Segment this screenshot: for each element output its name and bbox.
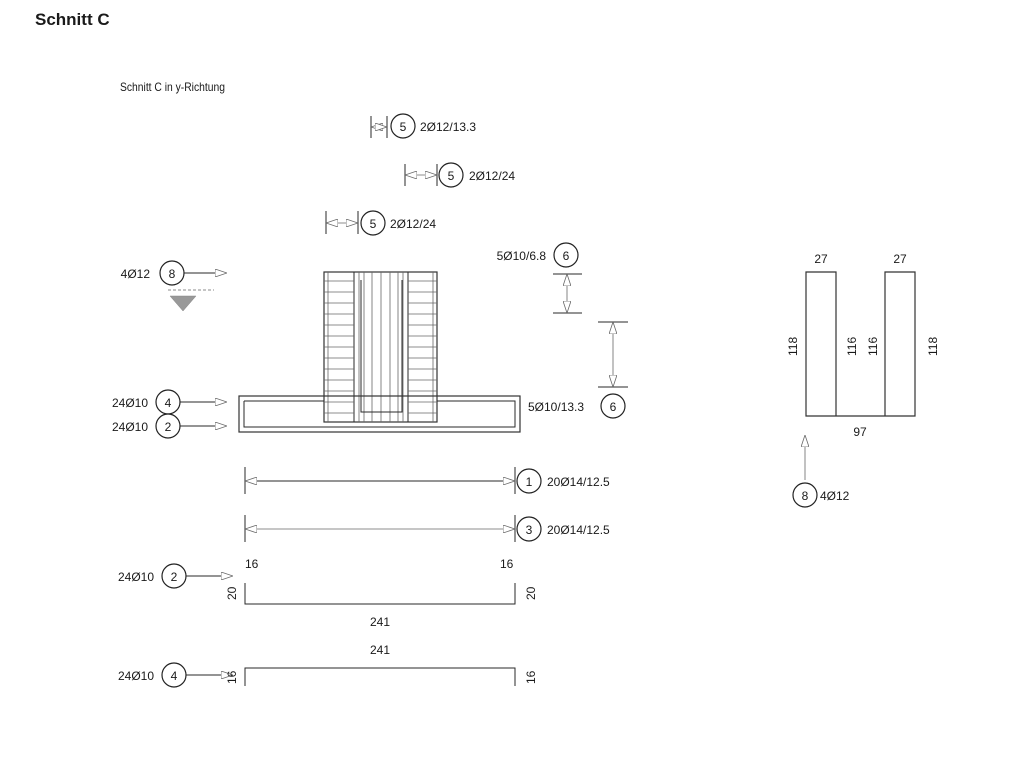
bar-5b-callout: 5 2Ø12/24 [404,162,515,188]
bar-3-bubble [516,516,542,542]
bar-3-callout: 3 20Ø14/12.5 [244,515,610,542]
bar-1-spec: 20Ø14/12.5 [547,475,610,489]
s2-length: 241 [370,615,390,629]
bar-5a-mark: 5 [400,120,407,134]
bar-4s-spec: 24Ø10 [118,669,154,683]
s4-length: 241 [370,643,390,657]
bar-8s-mark: 8 [802,489,809,503]
bar-2s-spec: 24Ø10 [118,570,154,584]
bar-2s-mark: 2 [171,570,178,584]
bar-5c-bubble [360,210,386,236]
bar-8s-spec: 4Ø12 [820,489,850,503]
s2-leg-left: 20 [225,586,239,600]
foundation-slab [238,395,521,433]
bar-6a-callout: 5Ø10/6.8 6 [497,242,582,314]
bar-5a-callout: 5 2Ø12/13.3 [370,113,476,139]
u-outer-left: 118 [786,337,800,356]
bar-4-mark: 4 [165,396,172,410]
bar-3-spec: 20Ø14/12.5 [547,523,610,537]
u-inner-left: 116 [845,337,859,356]
bar-8-spec: 4Ø12 [121,267,151,281]
u-outer-right: 118 [926,337,940,356]
bar-2-shape: 24Ø10 2 16 16 20 20 241 [118,557,538,629]
bar-8-callout: 4Ø12 8 [121,260,226,312]
bar-8-u-shape: 27 27 118 116 116 118 97 8 4Ø12 [786,252,940,508]
bar-2-spec: 24Ø10 [112,420,148,434]
bar-4s-mark: 4 [171,669,178,683]
bar-4-callout: 24Ø10 4 [112,389,226,415]
bar-5b-bubble [438,162,464,188]
bar-5b-spec: 2Ø12/24 [469,169,515,183]
bar-2-mark: 2 [165,420,172,434]
bar-6a-mark: 6 [563,249,570,263]
s4-leg-right: 16 [524,670,538,684]
bar-6b-mark: 6 [610,400,617,414]
bar-5c-callout: 5 2Ø12/24 [325,210,436,236]
bar-5b-mark: 5 [448,169,455,183]
bar-4-spec: 24Ø10 [112,396,148,410]
bar-6b-callout: 5Ø10/13.3 6 [528,321,628,419]
bar-8-mark: 8 [169,267,176,281]
u-bottom: 97 [853,425,867,439]
section-subtitle: Schnitt C in y-Richtung [120,80,225,94]
s2-hook-left: 16 [245,557,259,571]
bar-5c-spec: 2Ø12/24 [390,217,436,231]
stirrup-lines [324,280,437,414]
bar-5a-bubble [390,113,416,139]
bar-2-callout: 24Ø10 2 [112,413,226,439]
s2-hook-right: 16 [500,557,514,571]
bar-4-shape: 241 24Ø10 4 16 16 [118,643,538,688]
bar-8s-bubble [792,482,818,508]
bar-1-mark: 1 [526,475,533,489]
bar-6a-bubble [553,242,579,268]
bar-5c-mark: 5 [370,217,377,231]
u-top-left: 27 [814,252,828,266]
bar-6a-spec: 5Ø10/6.8 [497,249,547,263]
u-top-right: 27 [893,252,907,266]
bar-6b-spec: 5Ø10/13.3 [528,400,584,414]
column-section [323,271,438,423]
bar-5a-spec: 2Ø12/13.3 [420,120,476,134]
bar-3-mark: 3 [526,523,533,537]
u-inner-right: 116 [866,337,880,356]
s4-leg-left: 16 [225,670,239,684]
bar-6b-bubble [600,393,626,419]
bar-1-bubble [516,468,542,494]
level-marker-icon [169,295,197,312]
s2-leg-right: 20 [524,586,538,600]
bar-1-callout: 1 20Ø14/12.5 [244,467,610,494]
page-title: Schnitt C [35,10,110,29]
